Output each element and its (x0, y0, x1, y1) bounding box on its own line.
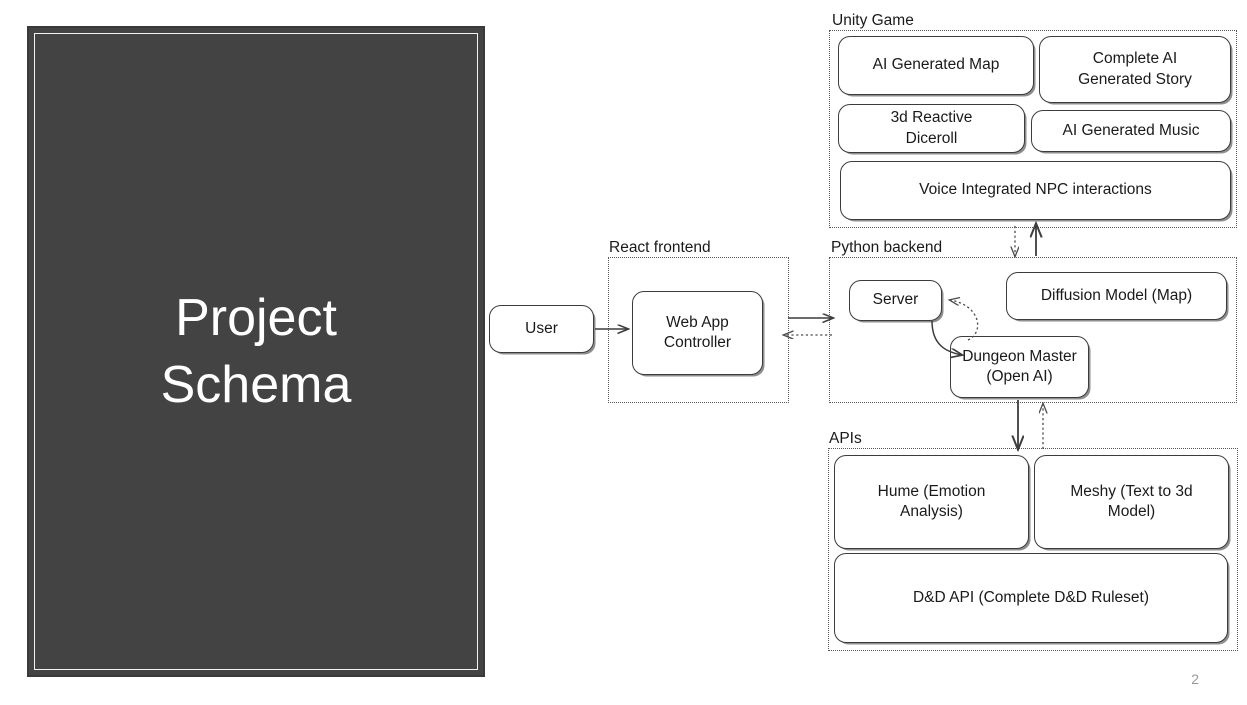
page-number: 2 (1191, 671, 1199, 687)
project-schema-panel-inner-border: Project Schema (34, 33, 478, 670)
node-hume-emotion-analysis[interactable]: Hume (Emotion Analysis) (834, 455, 1029, 549)
group-python-backend (829, 257, 1237, 403)
node-voice-integrated-npc-interactions[interactable]: Voice Integrated NPC interactions (840, 161, 1231, 220)
node-server[interactable]: Server (849, 280, 942, 321)
group-react-frontend (608, 257, 789, 403)
group-label-apis: APIs (829, 430, 862, 447)
node-meshy-text-to-3d-model[interactable]: Meshy (Text to 3d Model) (1034, 455, 1229, 549)
node-dnd-api-complete-ruleset[interactable]: D&D API (Complete D&D Ruleset) (834, 553, 1228, 643)
page-title: Project Schema (160, 288, 352, 414)
node-ai-generated-music[interactable]: AI Generated Music (1031, 110, 1231, 152)
node-complete-ai-generated-story[interactable]: Complete AI Generated Story (1039, 36, 1231, 103)
node-user[interactable]: User (489, 305, 594, 353)
group-label-unity-game: Unity Game (832, 12, 914, 29)
node-ai-generated-map[interactable]: AI Generated Map (838, 36, 1034, 95)
project-schema-panel: Project Schema (27, 26, 485, 677)
node-web-app-controller[interactable]: Web App Controller (632, 291, 763, 375)
group-label-react-frontend: React frontend (609, 239, 711, 256)
group-apis (828, 448, 1238, 651)
node-3d-reactive-diceroll[interactable]: 3d Reactive Diceroll (838, 104, 1025, 153)
group-label-python-backend: Python backend (831, 239, 943, 256)
node-dungeon-master-open-ai[interactable]: Dungeon Master (Open AI) (950, 336, 1089, 398)
node-diffusion-model-map[interactable]: Diffusion Model (Map) (1006, 272, 1227, 320)
